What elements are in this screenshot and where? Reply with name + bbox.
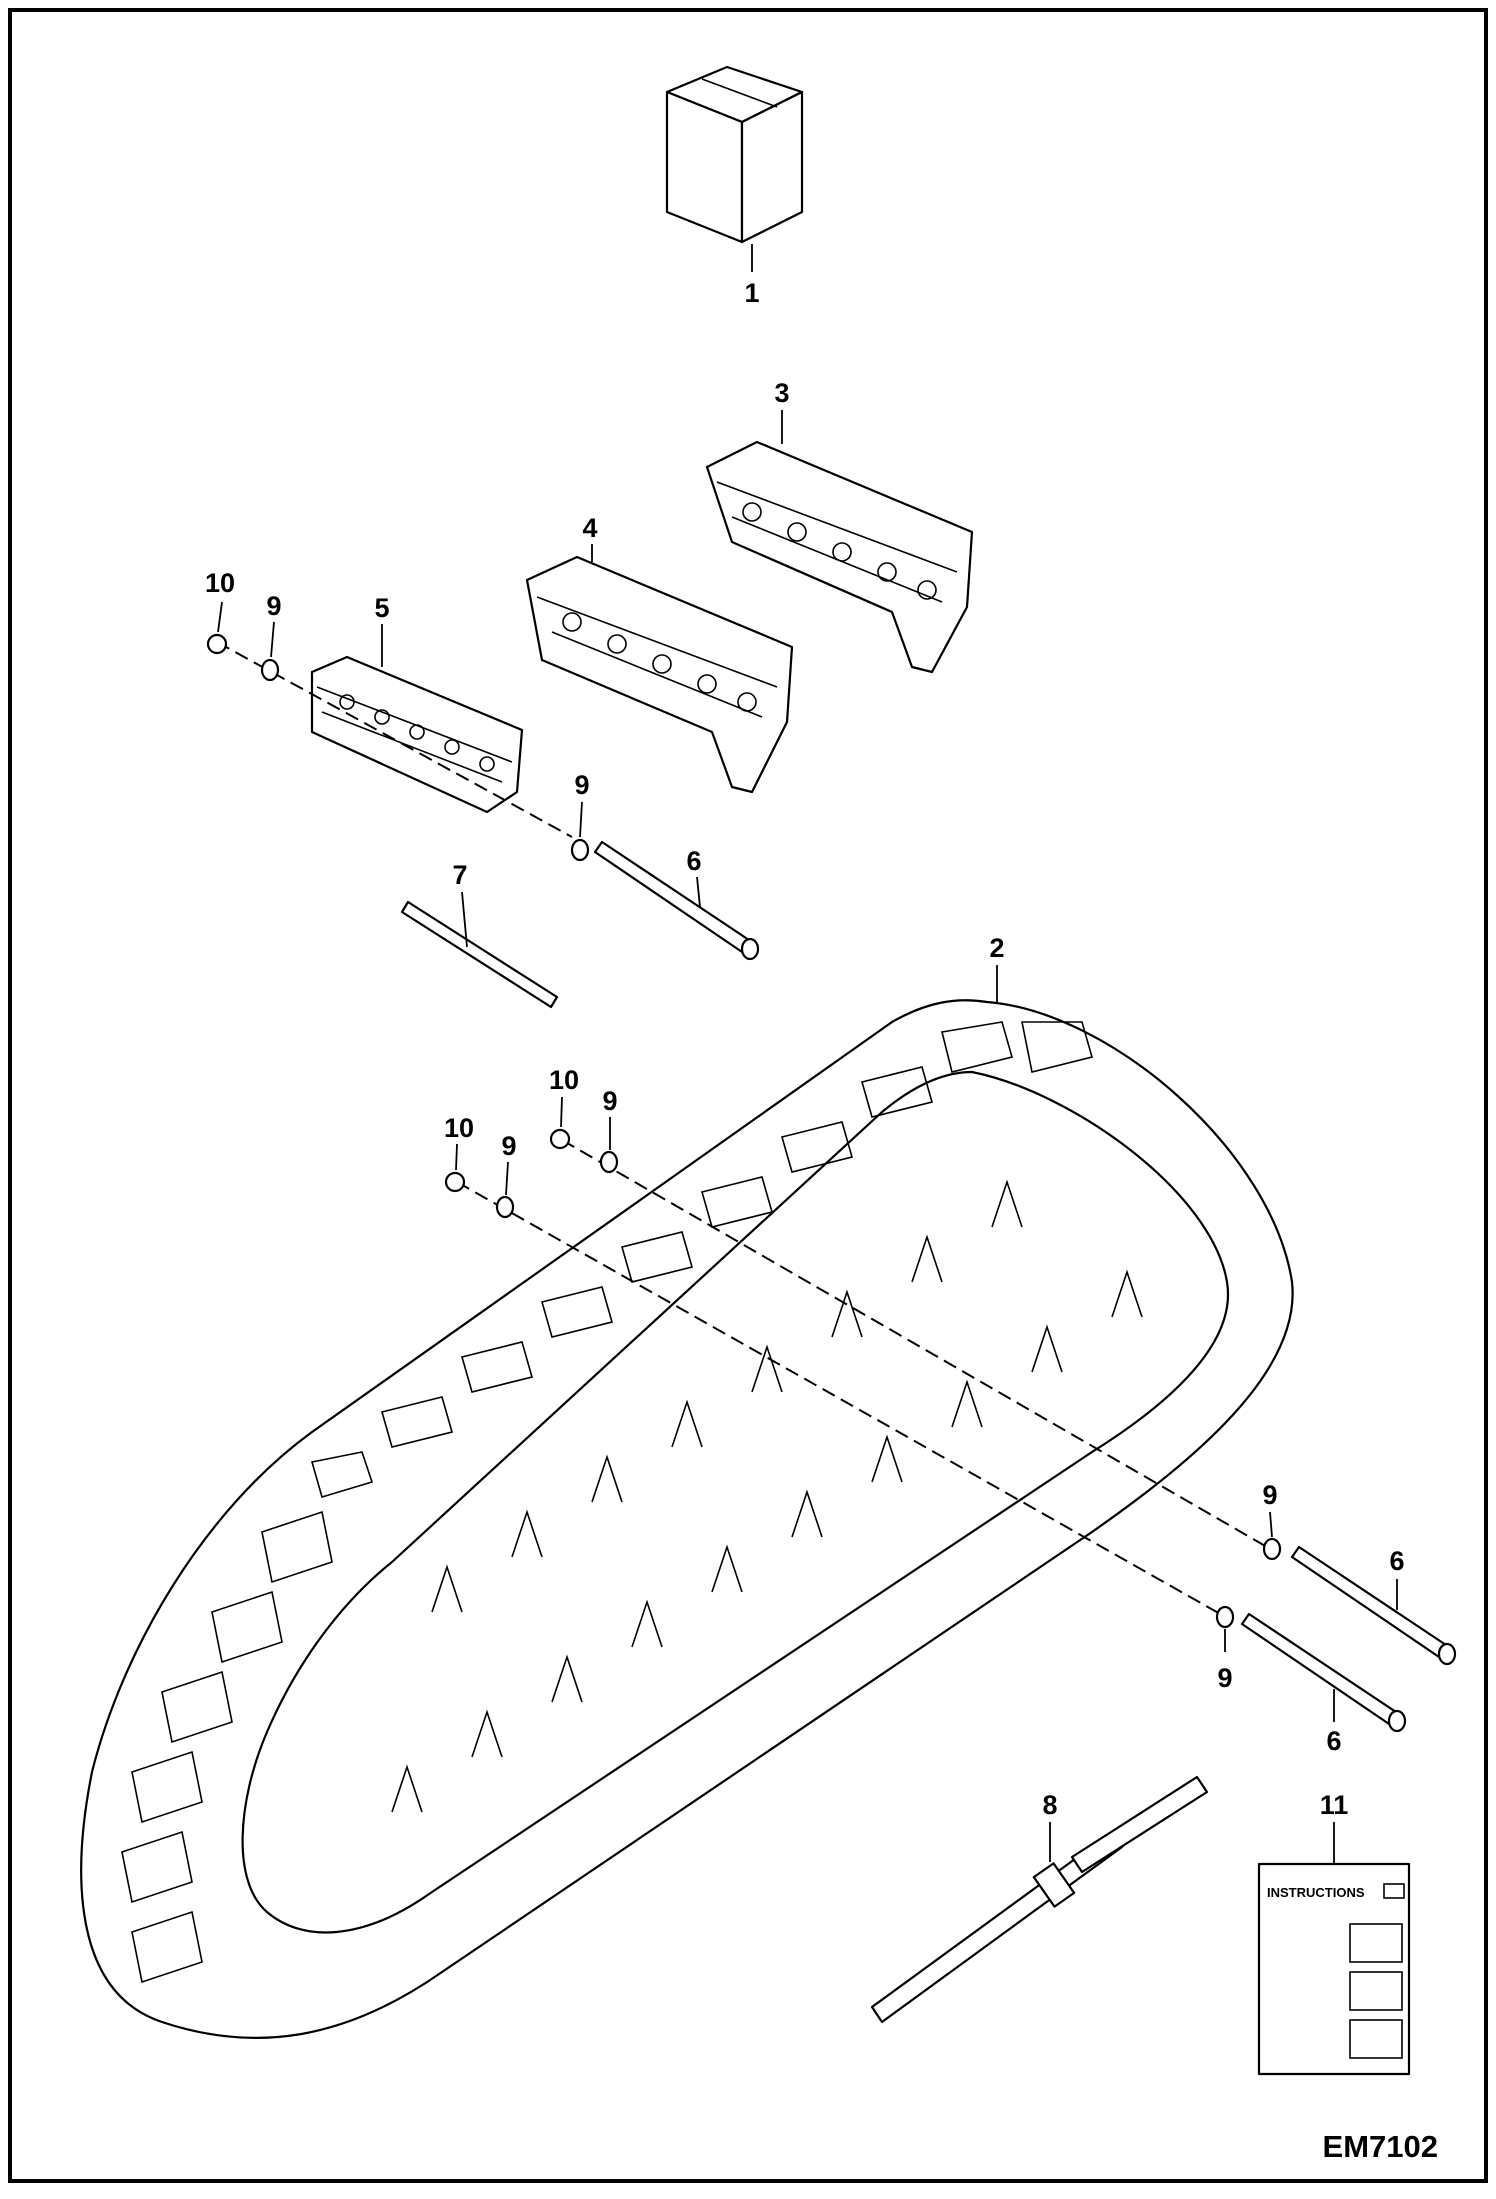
washer-9-right-upper [1262,1511,1282,1561]
part-11-instruction-sheet: INSTRUCTIONS [1257,1822,1411,2076]
callout-9-right-upper: 9 [1262,1480,1277,1510]
callout-11: 11 [1320,1790,1349,1820]
callout-9-right-lower: 9 [1217,1663,1232,1693]
part-8-strap [870,1775,1209,2024]
callout-6-right-upper: 6 [1389,1546,1404,1576]
callout-2: 2 [989,933,1004,963]
callout-6-upper: 6 [686,846,701,876]
washer-9-mid [570,801,590,862]
part-6-pin-right-lower [1240,1612,1407,1733]
washer-9-upper [260,621,280,682]
part-7-pin [400,891,559,1009]
part-5-sprocket-segment [310,624,524,814]
callout-1: 1 [744,278,759,308]
drawing-number: EM7102 [1322,2129,1438,2164]
callout-9-mid: 9 [574,770,589,800]
callout-7: 7 [452,860,467,890]
part-6-pin-upper [593,840,760,961]
part-2-rubber-track [80,965,1294,2040]
instruction-sheet-title: INSTRUCTIONS [1267,1885,1365,1900]
part-1-box [665,65,804,272]
parts-diagram: INSTRUCTIONS 1 3 4 5 10 9 9 6 7 2 10 9 1… [8,8,1488,2183]
part-3-sprocket-segment [705,410,974,674]
callout-9-mid-upper: 9 [602,1086,617,1116]
callout-10-lower: 10 [444,1113,474,1143]
callout-8: 8 [1042,1790,1057,1820]
nut-10-lower [444,1143,466,1193]
washer-9-right-lower [1215,1605,1235,1652]
callout-3: 3 [774,378,789,408]
callout-9-lower: 9 [501,1131,516,1161]
part-6-pin-right-upper [1290,1545,1457,1666]
callout-6-right-lower: 6 [1326,1726,1341,1756]
nut-10-upper [206,601,228,655]
washer-9-mid-upper [599,1117,619,1174]
exploded-view-drawing: INSTRUCTIONS 1 3 4 5 10 9 9 6 7 2 10 9 1… [80,65,1457,2076]
callout-5: 5 [374,593,389,623]
callout-10-upper: 10 [205,568,235,598]
part-4-sprocket-segment [525,544,794,794]
callout-4: 4 [582,513,597,543]
washer-9-lower [495,1161,515,1219]
callout-9-upper: 9 [266,591,281,621]
nut-10-mid [549,1096,571,1150]
callout-10-mid: 10 [549,1065,579,1095]
